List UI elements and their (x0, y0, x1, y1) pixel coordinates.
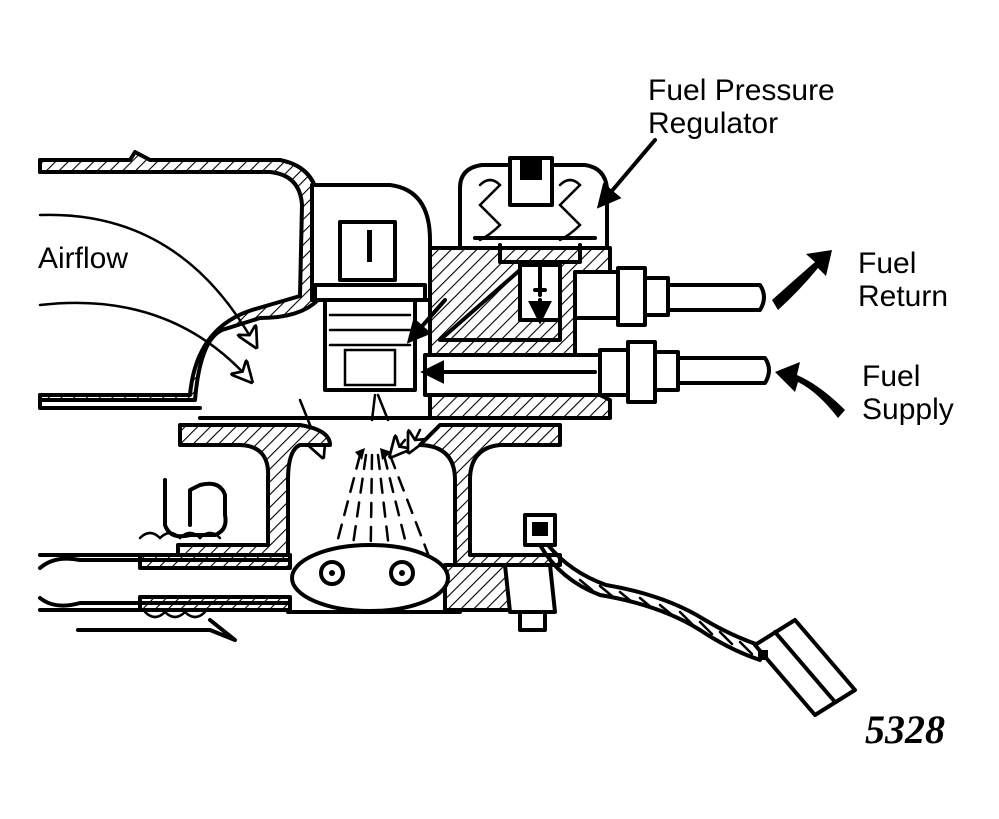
injector-harness (523, 513, 857, 717)
air-horn (38, 150, 321, 410)
throttle-shaft (38, 478, 557, 642)
label-fuel-pressure-regulator: Fuel Pressure Regulator (648, 74, 835, 140)
fuel-supply-arrow (775, 362, 845, 418)
regulator-leader (596, 138, 657, 209)
label-fpr-line2: Regulator (648, 107, 778, 140)
label-fuel-return: Fuel Return (858, 247, 948, 313)
internal-fuel-flow (406, 298, 597, 384)
label-airflow: Airflow (38, 242, 128, 275)
throttle-plate (290, 543, 450, 613)
label-fuel-return-line1: Fuel (858, 247, 916, 280)
label-fpr-line1: Fuel Pressure (648, 74, 835, 107)
fuel-supply-fitting (598, 340, 771, 404)
label-fuel-supply-line1: Fuel (862, 360, 920, 393)
label-fuel-supply: Fuel Supply (862, 360, 954, 426)
label-fuel-supply-line2: Supply (862, 393, 954, 426)
label-fuel-return-line2: Return (858, 280, 948, 313)
fuel-injector (310, 183, 432, 422)
fuel-return-arrow (772, 250, 832, 310)
throttle-body (38, 416, 562, 614)
figure-number: 5328 (865, 707, 945, 752)
fuel-return-fitting (573, 266, 766, 327)
